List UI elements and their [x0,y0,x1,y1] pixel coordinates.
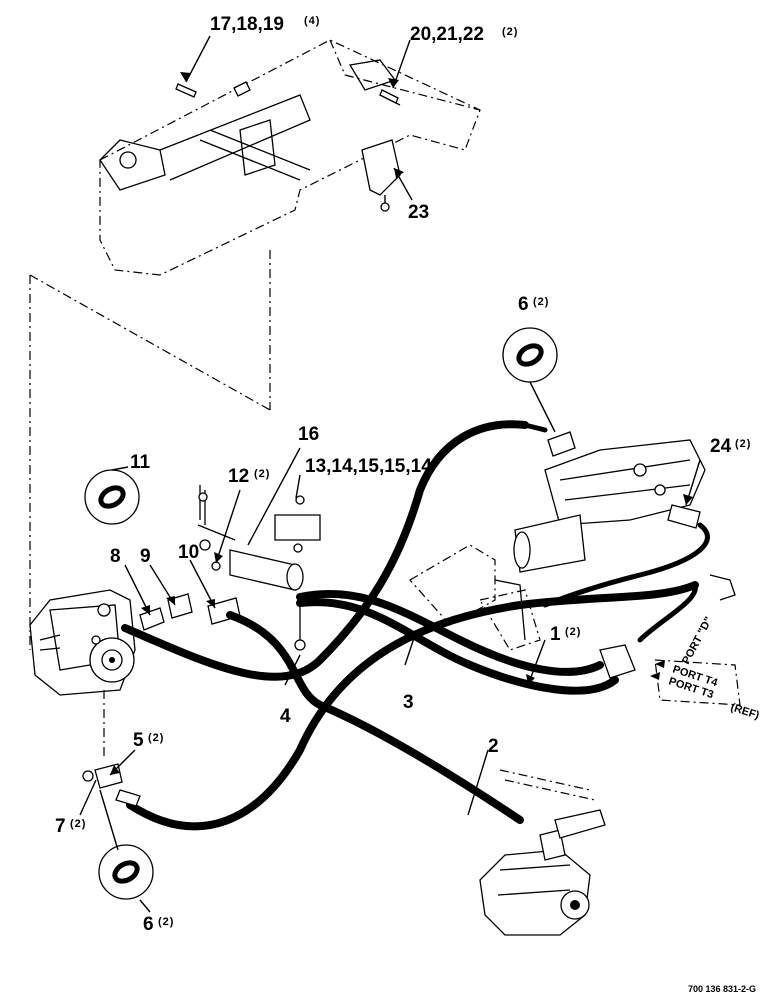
callout-17-18-19-qty: (4) [304,15,320,27]
callout-2: 2 [488,736,499,757]
callout-12: 12 [228,466,249,487]
leader-lines [79,35,701,913]
o-ring-circle-bottom [98,844,154,900]
hose-4 [121,420,529,681]
hose-3 [126,581,699,831]
callout-20-21-22-qty: (2) [502,26,518,38]
callout-7: 7 [55,816,66,837]
callout-7-qty: (2) [70,818,86,830]
callout-1: 1 [550,624,561,645]
o-ring-details [84,327,558,900]
callout-9: 9 [140,546,151,567]
hydraulic-hoses [121,420,710,831]
fittings-8-9-10 [139,593,241,631]
callout-17-18-19: 17,18,19 [210,14,284,35]
hose-upper-tube [522,422,548,433]
left-gearbox-assembly [29,589,136,760]
port-reference-box [599,574,741,706]
callout-3: 3 [403,692,414,713]
callout-11: 11 [130,452,151,473]
callout-1-qty: (2) [565,626,581,638]
o-ring-circle-top [502,327,558,383]
hose-right-return [637,582,698,643]
upper-right-valve-block [513,431,706,573]
fittings-5-7 [82,763,141,807]
port-d-label: PORT "D" [680,615,715,667]
port-labels: PORT "D" PORT T4 PORT T3 (REF) [650,615,761,722]
callout-5: 5 [133,730,144,751]
callout-10: 10 [178,542,199,563]
o-ring-circle-left [84,469,140,525]
callout-6-top-qty: (2) [533,296,549,308]
callout-13-14-15: 13,14,15,15,14 [305,456,432,477]
callout-24: 24 [710,436,732,457]
callout-6-bottom: 6 [143,914,154,935]
hose-24 [542,522,710,608]
reference-panel [29,250,271,650]
callout-4: 4 [280,706,291,727]
hose-1-lower [296,598,619,695]
callout-12-qty: (2) [254,468,270,480]
figure-number: 700 136 831-2-G [688,984,756,994]
callout-23: 23 [408,202,429,223]
callout-6-bottom-qty: (2) [158,916,174,928]
lower-right-pump [479,769,606,936]
callout-20-21-22: 20,21,22 [410,24,484,45]
hose-1-upper [296,590,604,676]
callout-16: 16 [298,424,319,445]
callout-5-qty: (2) [148,732,164,744]
upper-frame-assembly [99,39,481,276]
cylinder-16 [197,485,321,651]
center-reference-block [409,544,541,651]
callout-6-top: 6 [518,294,529,315]
ref-label: (REF) [729,701,761,722]
callout-labels: 17,18,19 (4) 20,21,22 (2) 23 6 (2) 24 (2… [55,14,751,935]
callout-24-qty: (2) [735,438,751,450]
callout-8: 8 [110,546,121,567]
